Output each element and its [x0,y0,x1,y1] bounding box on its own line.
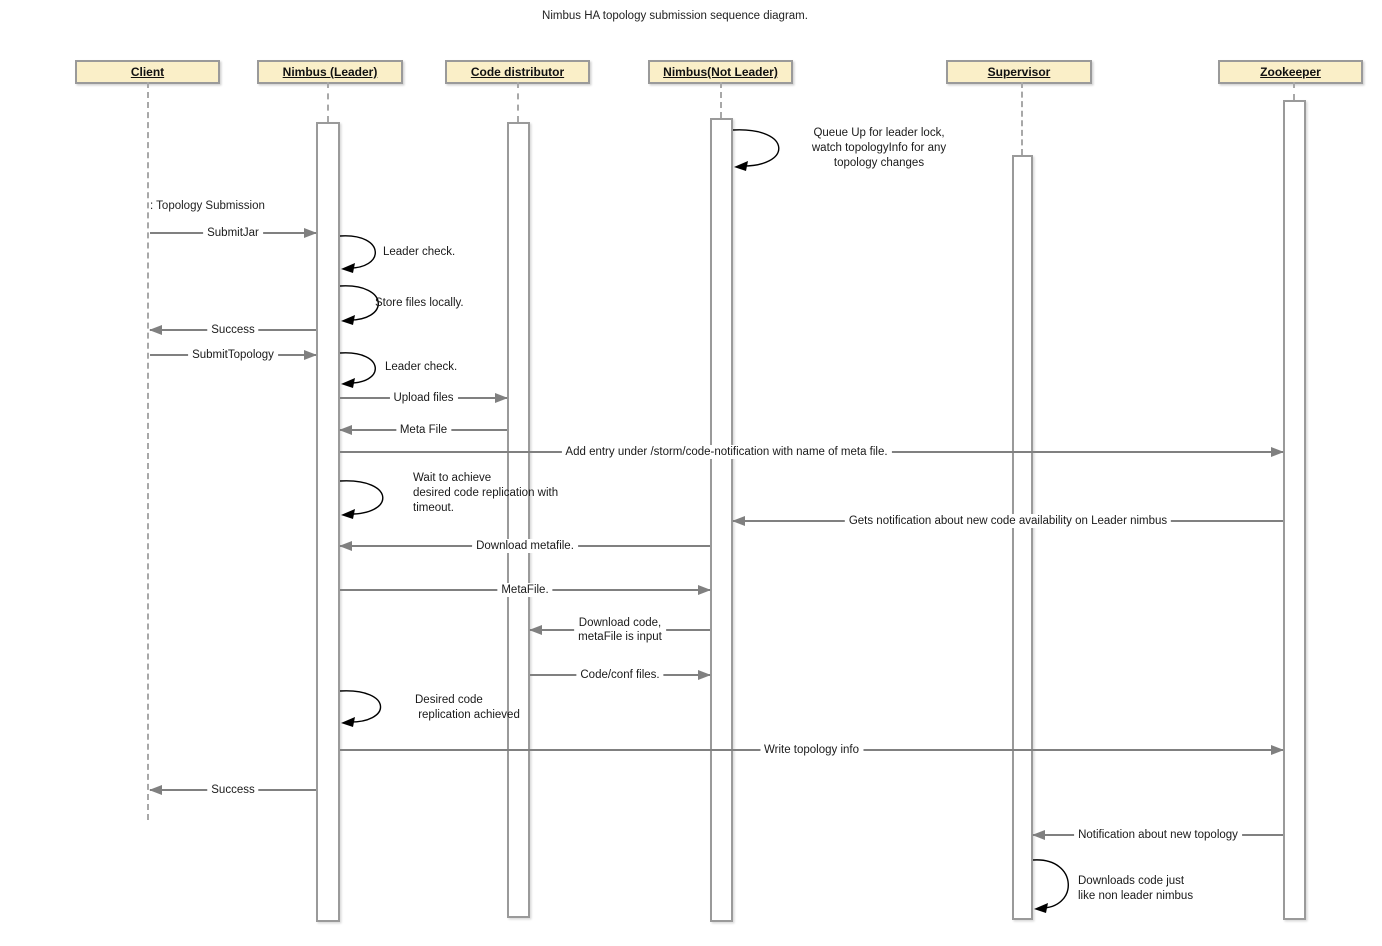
activation-bar-supervisor [1012,155,1033,920]
message-label: Success [207,783,259,797]
self-message-arrow-supervisor [1032,859,1069,913]
activation-bar-nimbus-not-leader [710,118,733,922]
activation-bar-code-distributor [507,122,530,918]
arrowhead-icon [304,350,317,360]
message-label: Download code, metaFile is input [574,616,666,644]
message-client-to-nimbus-leader: SubmitTopology [150,348,317,362]
message-nimbus-leader-to-client: Success [149,783,316,797]
self-message-label: Leader check. [383,246,456,258]
lifeline-client [147,82,149,820]
arrowhead-icon [1032,830,1045,840]
participant-client: Client [75,60,220,84]
self-message-arrow-nimbus-leader [339,690,382,727]
activation-bar-zookeeper [1283,100,1306,920]
message-label: Write topology info [759,743,864,757]
self-message-label: Desired code replication achieved [415,694,520,721]
participant-supervisor: Supervisor [946,60,1092,84]
self-message-arrow-nimbus-leader [339,480,384,519]
message-label: Gets notification about new code availab… [844,514,1172,528]
message-label: Add entry under /storm/code-notification… [561,445,892,459]
arrowhead-icon [698,670,711,680]
message-label: MetaFile. [497,583,553,597]
message-nimbus-leader-to-code-distributor: Upload files [340,391,508,405]
activation-bar-nimbus-leader [316,122,340,922]
self-message-label: Downloads code just like non leader nimb… [1078,875,1194,902]
message-label: Notification about new topology [1074,828,1242,842]
message-label: SubmitTopology [188,348,278,362]
self-message-label: Store files locally. [375,297,464,309]
lifeline-supervisor [1021,82,1023,155]
message-nimbus-leader-to-client: Success [149,323,316,337]
message-label: Success [207,323,259,337]
message-nimbus-not-leader-to-code-distributor: Download code, metaFile is input [529,616,710,644]
lifeline-code-distributor [517,82,519,122]
message-label: Download metafile. [472,539,578,553]
arrowhead-icon [1271,745,1284,755]
self-message-label: Wait to achieve desired code replication… [413,472,559,514]
self-message-arrow-nimbus-leader [339,352,376,388]
arrowhead-icon [304,228,317,238]
lifeline-zookeeper [1293,82,1295,100]
message-nimbus-leader-to-zookeeper: Add entry under /storm/code-notification… [340,445,1284,459]
arrowhead-icon [149,785,162,795]
arrowhead-icon [698,585,711,595]
arrowhead-icon [1271,447,1284,457]
arrowhead-icon [495,393,508,403]
message-label: SubmitJar [203,226,263,240]
arrowhead-icon [732,516,745,526]
message-client-to-nimbus-leader: SubmitJar [150,226,317,240]
message-nimbus-not-leader-to-nimbus-leader: Download metafile. [339,539,710,553]
message-nimbus-leader-to-nimbus-not-leader: MetaFile. [340,583,711,597]
message-label: Meta File [395,423,452,437]
participant-nimbus-leader: Nimbus (Leader) [257,60,403,84]
lifeline-nimbus-leader [327,82,329,122]
participant-zookeeper: Zookeeper [1218,60,1363,84]
message-label: Code/conf files. [576,668,664,682]
self-message-arrow-nimbus-leader [339,235,376,273]
message-code-distributor-to-nimbus-leader: Meta File [339,423,507,437]
topology-submission-note: : Topology Submission [150,200,265,212]
participant-code-distributor: Code distributor [445,60,590,84]
arrowhead-icon [339,425,352,435]
self-message-arrow-nimbus-leader [339,285,379,325]
diagram-title: Nimbus HA topology submission sequence d… [542,10,808,22]
self-message-label: Leader check. [385,361,458,373]
self-message-label: Queue Up for leader lock, watch topology… [811,127,947,169]
arrowhead-icon [149,325,162,335]
arrowhead-icon [339,541,352,551]
participant-nimbus-not-leader: Nimbus(Not Leader) [648,60,793,84]
message-code-distributor-to-nimbus-not-leader: Code/conf files. [530,668,711,682]
message-nimbus-leader-to-zookeeper: Write topology info [340,743,1284,757]
arrowhead-icon [529,625,542,635]
message-zookeeper-to-supervisor: Notification about new topology [1032,828,1283,842]
message-zookeeper-to-nimbus-not-leader: Gets notification about new code availab… [732,514,1283,528]
self-message-arrow-nimbus-not-leader [732,129,780,171]
message-label: Upload files [389,391,458,405]
lifeline-nimbus-not-leader [720,82,722,118]
